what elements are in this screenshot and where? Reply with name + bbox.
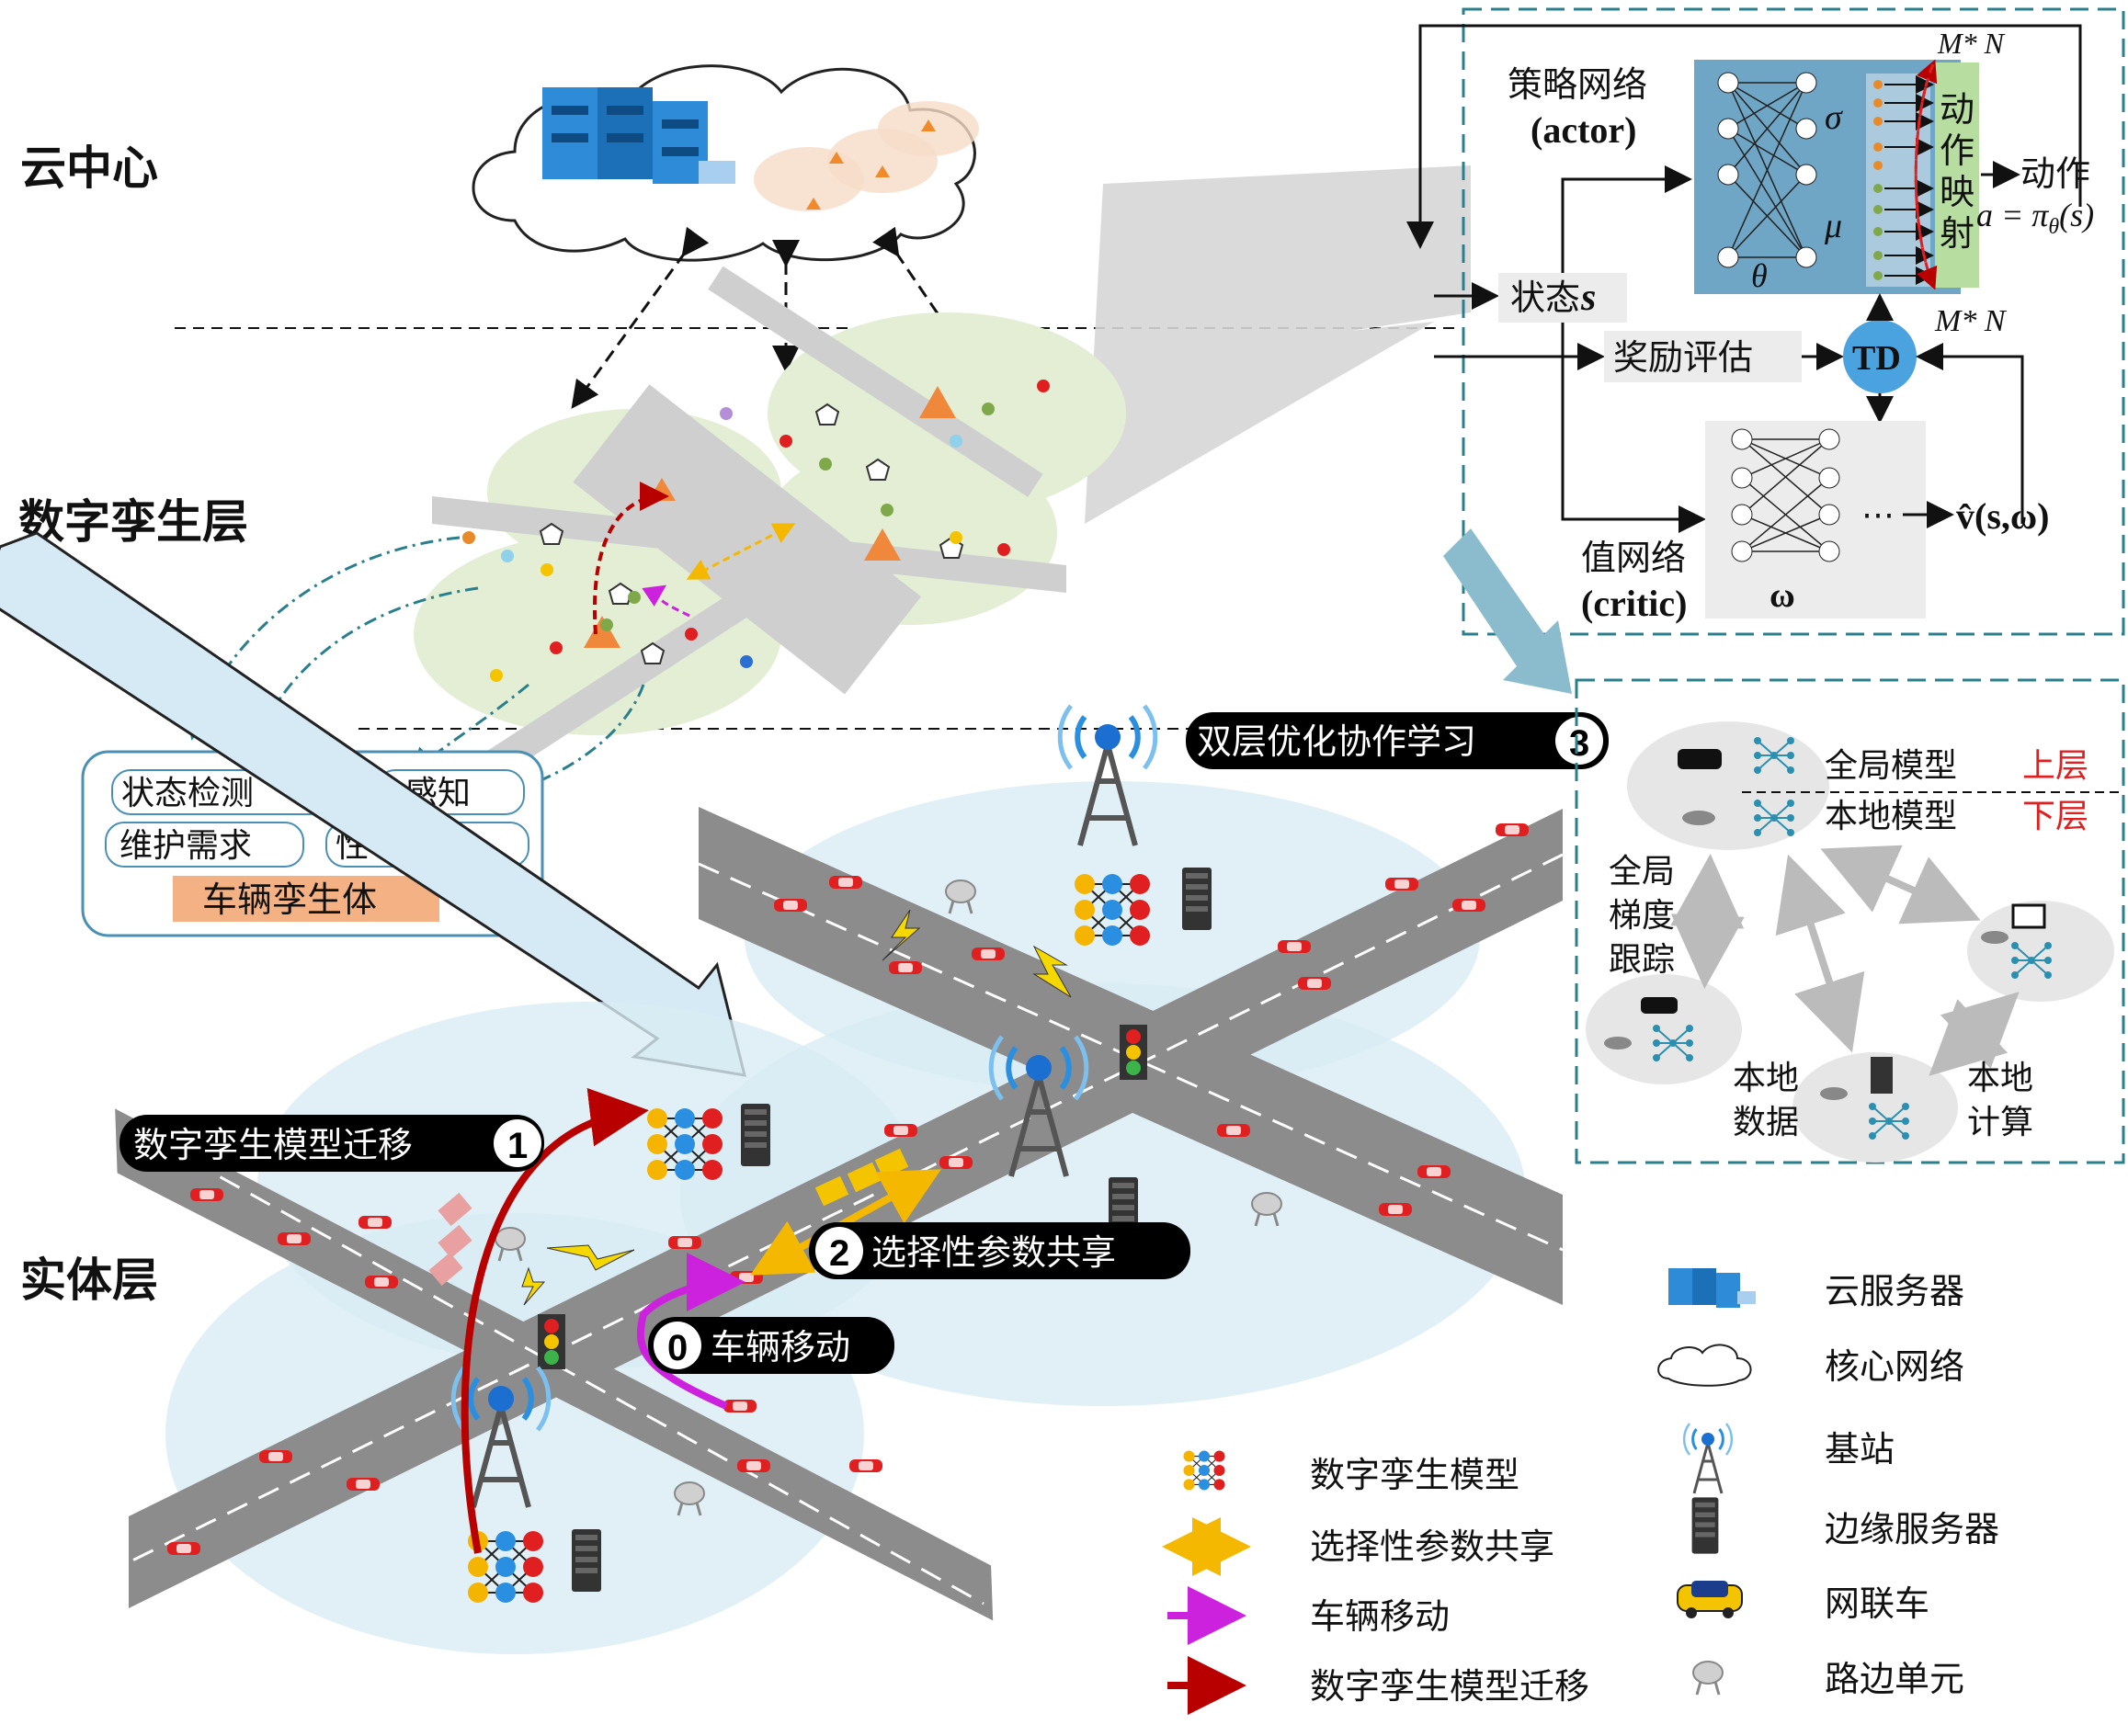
svg-text:路边单元: 路边单元 — [1825, 1659, 1964, 1699]
local-data-2: 数据 — [1733, 1104, 1799, 1141]
lower-layer-label: 下层 — [2022, 798, 2088, 835]
vehicle-twin-title: 车辆孪生体 — [202, 879, 377, 920]
svg-text:0: 0 — [667, 1328, 688, 1368]
td-label: TD — [1852, 339, 1901, 378]
core-network-icon — [1657, 1344, 1752, 1387]
svg-text:数字孪生模型迁移: 数字孪生模型迁移 — [1310, 1666, 1589, 1707]
svg-text:数字孪生模型迁移: 数字孪生模型迁移 — [133, 1125, 413, 1165]
theta-label: θ — [1751, 257, 1768, 294]
svg-text:车辆移动: 车辆移动 — [1310, 1596, 1450, 1637]
base-station-icon — [1682, 1422, 1734, 1495]
svg-text:云服务器: 云服务器 — [1825, 1271, 1964, 1311]
svg-text:选择性参数共享: 选择性参数共享 — [871, 1232, 1116, 1273]
physical-scene — [115, 706, 1564, 1654]
step-1-badge: 数字孪生模型迁移 1 — [119, 1115, 544, 1172]
traffic-light-1 — [1120, 1025, 1147, 1080]
sigma-label: σ — [1825, 98, 1843, 137]
actor-critic-panel: 状态 s 策略网络 (actor) θ σ μ — [1406, 7, 2125, 636]
cloud-layer-title: 云中心 — [20, 141, 158, 195]
gradient-tracking-1: 全局 — [1609, 853, 1675, 891]
action-label: 动作 — [2020, 153, 2090, 194]
policy-network-label: 策略网络 — [1508, 64, 1647, 105]
policy-network-en: (actor) — [1531, 109, 1636, 151]
twin-tag-state-detection: 状态检测 — [121, 775, 254, 812]
mapping-char-4: 射 — [1940, 213, 1974, 254]
legend-right: 云服务器 核心网络 基站 边缘服务器 网联车 路边单元 — [1657, 1268, 1999, 1699]
svg-text:2: 2 — [829, 1233, 849, 1274]
twin-layer-title: 数字孪生层 — [18, 494, 248, 549]
dt-model-migrated — [646, 1107, 723, 1181]
mapping-char-3: 映 — [1940, 172, 1974, 212]
cloud-server-icon — [542, 87, 735, 184]
edge-server-1 — [1182, 868, 1212, 930]
step-2-badge: 2 选择性参数共享 — [809, 1222, 1190, 1279]
svg-text:数字孪生模型: 数字孪生模型 — [1310, 1455, 1519, 1495]
svg-text:选择性参数共享: 选择性参数共享 — [1310, 1526, 1554, 1567]
state-symbol: s — [1580, 277, 1596, 319]
upper-layer-label: 上层 — [2022, 747, 2088, 785]
svg-text:1: 1 — [507, 1126, 528, 1166]
drl-to-fl-arrow — [1443, 528, 1572, 694]
twin-tag-maintenance: 维护需求 — [119, 827, 252, 865]
omega-label: ω — [1770, 576, 1795, 615]
cloud-server-icon — [1668, 1268, 1756, 1308]
svg-text:核心网络: 核心网络 — [1825, 1346, 1964, 1387]
migration-arrow — [461, 1087, 649, 1554]
cloud-to-drl-wedge — [1085, 165, 1471, 524]
local-model-label: 本地模型 — [1825, 798, 1957, 835]
global-model-label: 全局模型 — [1825, 747, 1957, 785]
dt-model-icon — [1182, 1450, 1226, 1491]
state-label: 状态 — [1510, 278, 1580, 318]
critic-dots: ⋯ — [1861, 496, 1895, 534]
edge-server-4 — [572, 1529, 601, 1592]
value-output: v̂(s,ω) — [1956, 495, 2049, 537]
physical-layer-title: 实体层 — [20, 1253, 158, 1307]
twin-map-group — [414, 266, 1126, 800]
traffic-light-2 — [538, 1314, 565, 1369]
step-0-badge: 0 车辆移动 — [648, 1317, 894, 1374]
edge-server-2 — [741, 1104, 770, 1166]
local-compute-1: 本地 — [1967, 1060, 2033, 1097]
vehicle-movement-arrow — [637, 1253, 745, 1410]
svg-text:网联车: 网联车 — [1825, 1583, 1929, 1624]
rsu-icon — [1691, 1660, 1724, 1696]
gradient-tracking-2: 梯度 — [1609, 897, 1675, 935]
critic-network-icon — [1741, 438, 1830, 552]
action-formula: a = πθ(s) — [1976, 197, 2094, 239]
gradient-tracking-3: 跟踪 — [1609, 941, 1675, 979]
dt-model-tower-1 — [1074, 873, 1151, 947]
mn-bottom-label: M* N — [1934, 304, 2008, 338]
sigma-outputs — [1873, 80, 1883, 280]
bilevel-learning-panel: 全局模型 上层 本地模型 下层 全局 梯度 跟踪 本地 数据 本地 计算 — [1575, 678, 2125, 1164]
cloud-center-group — [472, 64, 979, 262]
svg-text:双层优化协作学习: 双层优化协作学习 — [1197, 721, 1476, 762]
legend-left: 数字孪生模型 选择性参数共享 车辆移动 数字孪生模型迁移 — [1162, 1450, 1589, 1715]
value-network-en: (critic) — [1581, 583, 1687, 624]
mapping-char-1: 动 — [1940, 89, 1974, 130]
mn-top-label: M* N — [1937, 27, 2006, 60]
mu-label: μ — [1824, 207, 1842, 245]
actor-network-icon — [1727, 82, 1807, 258]
step-3-badge: 双层优化协作学习 3 — [1186, 712, 1609, 769]
svg-text:基站: 基站 — [1825, 1429, 1895, 1469]
connected-car-icon — [1677, 1581, 1743, 1618]
mapping-char-2: 作 — [1940, 130, 1974, 171]
edge-server-icon — [1691, 1497, 1719, 1554]
cloud-region-map — [754, 101, 979, 211]
local-compute-2: 计算 — [1967, 1104, 2033, 1141]
svg-text:边缘服务器: 边缘服务器 — [1825, 1509, 1999, 1549]
reward-label: 奖励评估 — [1613, 337, 1753, 378]
value-network-label: 值网络 — [1581, 538, 1686, 578]
local-data-1: 本地 — [1733, 1060, 1799, 1097]
svg-text:3: 3 — [1569, 723, 1589, 764]
svg-text:车辆移动: 车辆移动 — [711, 1327, 850, 1367]
